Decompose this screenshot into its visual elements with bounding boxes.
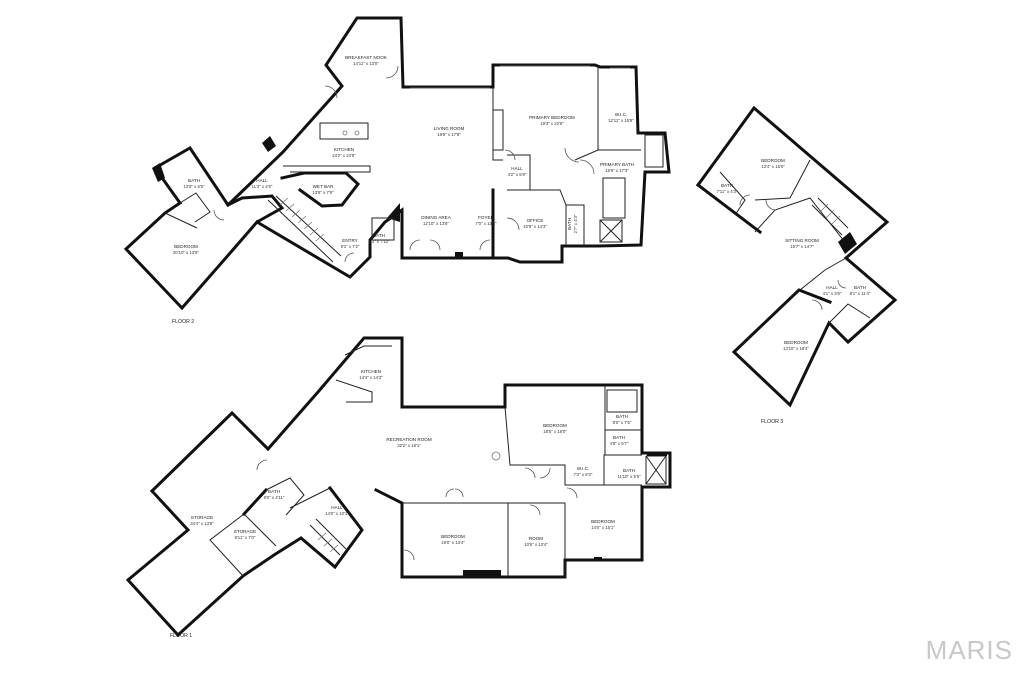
floor-label: FLOOR 1: [170, 633, 192, 639]
room-name: BATH: [616, 414, 628, 419]
room-name: HALL: [331, 505, 343, 510]
room-name: OFFICE: [527, 218, 544, 223]
room-name: BATH: [613, 435, 625, 440]
room-name: PRIMARY BEDROOM: [529, 115, 575, 120]
room-name: BATH: [567, 218, 572, 230]
room-dims: 2'7" x 4'3": [573, 214, 578, 233]
room-name: BEDROOM: [784, 340, 808, 345]
room-dims: 8'1" x 11'4": [850, 291, 871, 296]
room-name: BATH: [373, 233, 385, 238]
room-dims: 4'1" x 3'6": [823, 291, 842, 296]
room-dims: 8'0" x 7'5": [613, 420, 632, 425]
room-labels: BREAKFAST NOOK 14'11" x 13'0" LIVING ROO…: [170, 55, 871, 639]
room-dims: 12'10" x 13'8": [423, 221, 449, 226]
room-name: HALL: [511, 166, 523, 171]
room-dims: 5'3" x 7'10": [368, 239, 390, 244]
room-name: STORAGE: [234, 529, 256, 534]
room-dims: 14'4" x 14'3": [359, 375, 383, 380]
room-dims: 19'3" x 22'6": [540, 121, 564, 126]
brand-logo: MARIS: [925, 635, 1013, 665]
room-dims: 14'11" x 13'0": [353, 61, 379, 66]
room-dims: 15'7" x 14'7": [790, 244, 814, 249]
room-dims: 13'10" x 18'4": [783, 346, 809, 351]
room-dims: 14'0" x 10'1": [325, 511, 349, 516]
room-name: KITCHEN: [334, 147, 354, 152]
room-dims: 7'11" x 4'3": [717, 189, 738, 194]
room-dims: 19'0" x 13'4": [441, 540, 465, 545]
room-dims: 10'6" x 13'4": [524, 542, 548, 547]
room-name: BATH: [721, 183, 733, 188]
room-dims: 32'2" x 18'1": [397, 443, 421, 448]
room-name: BEDROOM: [761, 158, 785, 163]
room-name: RECREATION ROOM: [386, 437, 432, 442]
room-name: BATH: [268, 489, 280, 494]
room-name: BEDROOM: [543, 423, 567, 428]
room-dims: 15'9" x 17'3": [605, 168, 629, 173]
room-name: BREAKFAST NOOK: [345, 55, 388, 60]
room-dims: 14'0" x 15'1": [591, 525, 615, 530]
room-dims: 13'8" x 6'5": [183, 184, 205, 189]
room-dims: 13'4" x 15'0": [761, 164, 785, 169]
room-name: PRIMARY BATH: [600, 162, 634, 167]
room-name: ROOM: [529, 536, 543, 541]
room-dims: 18'5" x 18'0": [543, 429, 567, 434]
room-name: W.I.C.: [577, 466, 590, 471]
room-name: BEDROOM: [591, 519, 615, 524]
room-name: BATH: [854, 285, 866, 290]
floor-label: FLOOR 3: [761, 419, 783, 425]
room-dims: 11'10" x 5'5": [617, 474, 641, 479]
room-name: BATH: [623, 468, 635, 473]
room-dims: 20'10" x 13'8": [173, 250, 199, 255]
room-name: DINING AREA: [421, 215, 452, 220]
room-name: ENTRY: [342, 238, 358, 243]
room-dims: 7'0" x 13'8": [475, 221, 497, 226]
room-dims: 19'9" x 17'8": [437, 132, 461, 137]
room-dims: 4'2" x 5'9": [508, 172, 527, 177]
room-name: HALL: [826, 285, 838, 290]
room-name: LIVING ROOM: [434, 126, 465, 131]
room-name: BEDROOM: [441, 534, 465, 539]
room-name: BEDROOM: [174, 244, 198, 249]
room-name: HALL: [256, 178, 268, 183]
floor-3-plan: [695, 105, 898, 408]
room-dims: 34'4" x 13'8": [190, 521, 214, 526]
room-name: KITCHEN: [361, 369, 381, 374]
floor-label: FLOOR 2: [172, 319, 194, 325]
room-name: WET BAR: [313, 184, 335, 189]
room-dims: 4'8" x 5'7": [610, 441, 629, 446]
room-name: W.I.C.: [615, 112, 628, 117]
floor-1-plan: [125, 336, 672, 638]
room-name: BATH: [188, 178, 200, 183]
room-dims: 7'2" x 8'3": [574, 472, 593, 477]
room-dims: 8'0" x 4'11": [264, 495, 285, 500]
room-name: FOYER: [478, 215, 495, 220]
floor-2-plan: [123, 16, 671, 311]
room-dims: 13'8" x 7'9": [312, 190, 334, 195]
room-dims: 9'11" x 7'0": [235, 535, 256, 540]
room-name: SITTING ROOM: [785, 238, 819, 243]
room-dims: 9'1" x 7'2": [341, 244, 360, 249]
room-dims: 24'2" x 24'9": [332, 153, 356, 158]
room-dims: 10'9" x 14'3": [523, 224, 547, 229]
room-dims: 12'11" x 15'8": [608, 118, 634, 123]
room-name: STORAGE: [191, 515, 213, 520]
room-dims: 11'2" x 4'5": [252, 184, 273, 189]
